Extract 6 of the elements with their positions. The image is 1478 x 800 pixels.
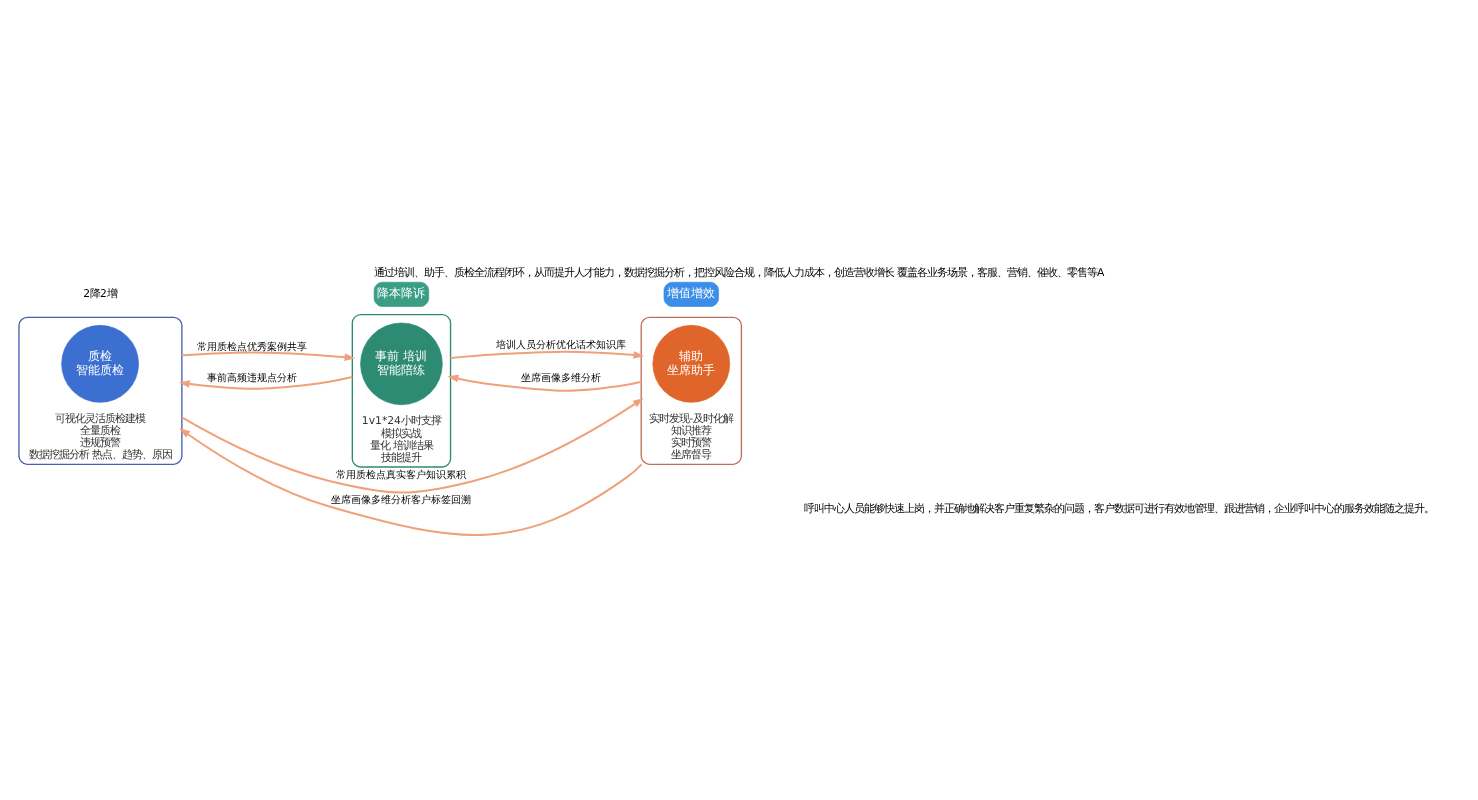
arrow	[181, 398, 644, 494]
arrow	[181, 351, 356, 361]
arrow	[178, 375, 353, 390]
arrow	[450, 350, 645, 359]
arrow	[179, 428, 643, 536]
arrow	[447, 374, 642, 392]
